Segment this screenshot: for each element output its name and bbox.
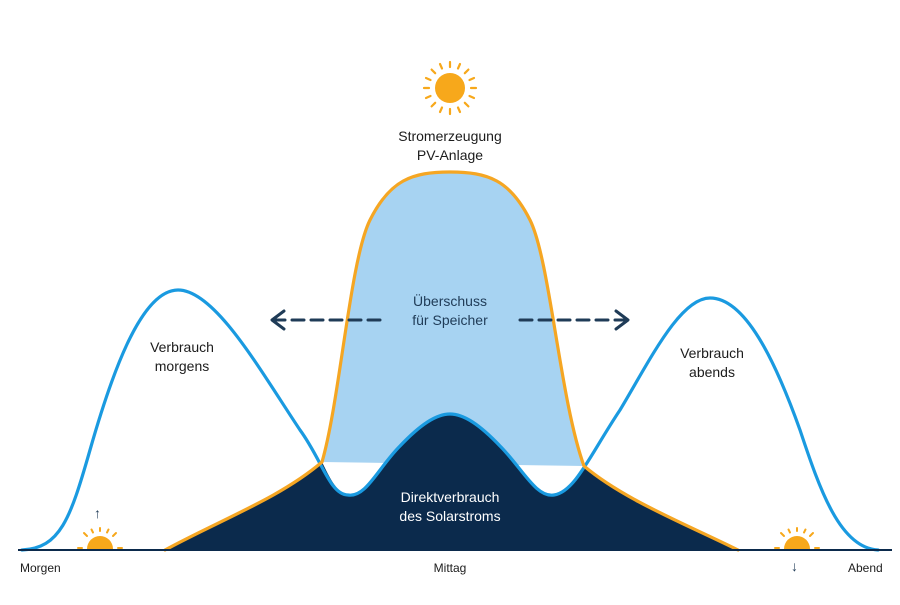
sunset-icon bbox=[774, 527, 820, 549]
morning-use-label-line-2: morgens bbox=[154, 358, 210, 374]
axis-label-noon: Mittag bbox=[433, 561, 467, 575]
sun-icon bbox=[422, 60, 478, 116]
consumption-curve bbox=[20, 288, 880, 552]
production-label-line-2: PV-Anlage bbox=[416, 147, 484, 163]
direct-consumption-area bbox=[165, 414, 738, 550]
morning-use-label: Verbrauch morgens bbox=[122, 338, 242, 376]
axis-label-morning: Morgen bbox=[20, 561, 61, 575]
surplus-arrow-right bbox=[518, 309, 630, 331]
surplus-label-line-2: für Speicher bbox=[412, 312, 488, 328]
evening-use-label-line-1: Verbrauch bbox=[680, 345, 744, 361]
direct-use-label: Direktverbrauch des Solarstroms bbox=[370, 488, 530, 526]
direct-use-label-line-2: des Solarstroms bbox=[399, 508, 501, 524]
evening-use-label-line-2: abends bbox=[689, 364, 735, 380]
sunrise-arrow: ↑ bbox=[94, 505, 101, 521]
morning-use-label-line-1: Verbrauch bbox=[150, 339, 214, 355]
production-label-line-1: Stromerzeugung bbox=[398, 128, 502, 144]
surplus-label: Überschuss für Speicher bbox=[375, 292, 525, 330]
production-label: Stromerzeugung PV-Anlage bbox=[370, 127, 530, 165]
sunset-arrow: ↓ bbox=[791, 558, 798, 574]
surplus-label-line-1: Überschuss bbox=[413, 293, 487, 309]
sunrise-icon bbox=[77, 527, 123, 549]
surplus-arrow-left bbox=[270, 309, 382, 331]
axis-label-evening: Abend bbox=[848, 561, 883, 575]
direct-use-label-line-1: Direktverbrauch bbox=[400, 489, 500, 505]
surplus-area bbox=[322, 172, 584, 466]
production-curve bbox=[163, 170, 740, 552]
evening-use-label: Verbrauch abends bbox=[652, 344, 772, 382]
